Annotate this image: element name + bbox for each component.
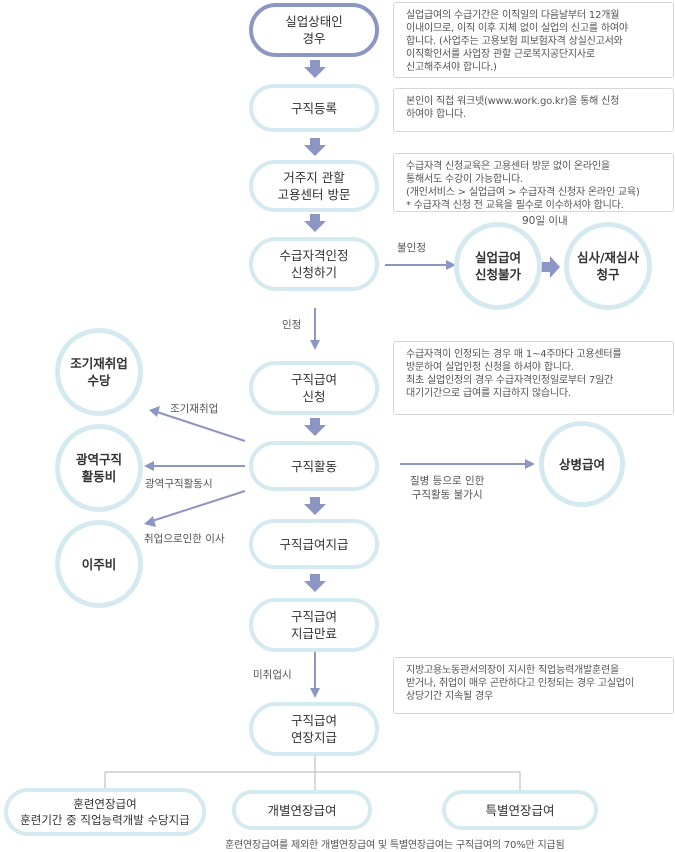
arrowhead-sick-benefit — [525, 459, 535, 469]
arrowhead-rejected — [446, 260, 456, 270]
node-review-request: 심사/재심사 청구 — [564, 222, 652, 310]
arrowhead-wide-area — [144, 461, 154, 471]
arrow-down-3 — [304, 214, 326, 232]
node-ineligible: 실업급여 신청불가 — [454, 222, 542, 310]
arrow-line-early-reemployment — [156, 411, 246, 442]
node-wide-area-job-search: 광역구직 활동비 — [55, 424, 143, 512]
node-job-search: 구직활동 — [249, 441, 379, 491]
arrowhead-approved — [310, 340, 320, 350]
note-payment-end: 지방고용노동관서의장이 지시한 직업능력개발훈련을 받거나, 취업이 매우 곤란… — [393, 657, 674, 714]
node-early-reemployment: 조기재취업 수당 — [55, 328, 143, 416]
node-sick-benefit: 상병급여 — [539, 421, 625, 507]
node-training-extension: 훈련연장급여 훈련기간 중 직업능력개발 수당지급 — [4, 788, 206, 836]
arrow-down-5 — [304, 497, 326, 515]
arrow-down-2 — [304, 138, 326, 156]
node-visit-center: 거주지 관할 고용센터 방문 — [249, 160, 379, 212]
label-wide-area: 광역구직활동시 — [145, 478, 213, 490]
label-not-employed: 미취업시 — [253, 669, 292, 681]
node-apply-benefit: 구직급여 신청 — [249, 361, 379, 415]
node-payment-end: 구직급여 지급만료 — [249, 598, 379, 652]
label-rejected: 불인정 — [397, 242, 426, 254]
arrow-down-1 — [304, 60, 326, 78]
label-within-90-days: 90일 이내 — [522, 215, 568, 227]
arrow-line-relocation — [151, 490, 246, 522]
node-relocation: 이주비 — [55, 520, 143, 608]
arrowhead-relocation — [144, 516, 156, 527]
label-illness: 질병 등으로 인한 구직활동 불가시 — [410, 475, 485, 501]
node-benefit-payment: 구직급여지급 — [249, 519, 379, 569]
node-extended-payment: 구직급여 연장지급 — [249, 702, 379, 756]
note-apply-benefit: 수급자격이 인정되는 경우 매 1~4주마다 고용센터를 방문하여 실업인정 신… — [393, 341, 674, 415]
node-special-extension: 특별연장급여 — [442, 790, 598, 830]
label-approved: 인정 — [282, 319, 302, 331]
node-unemployed: 실업상태인 경우 — [249, 3, 379, 57]
node-apply-eligibility: 수급자격인정 신청하기 — [249, 237, 379, 291]
footer-note: 훈련연장급여를 제외한 개별연장급여 및 특별연장급여는 구직급여의 70%만 … — [225, 840, 565, 851]
arrowhead-not-employed — [310, 688, 320, 698]
note-visit-center: 수급자격 신청교육은 고용센터 방문 없이 온라인을 통해서도 수강이 가능합니… — [393, 153, 674, 212]
node-job-registration: 구직등록 — [249, 84, 379, 132]
arrow-right-ineligible — [540, 256, 560, 278]
node-individual-extension: 개별연장급여 — [232, 790, 372, 830]
note-unemployed: 실업급여의 수급기간은 이직일의 다음날부터 12개월 이내이므로, 이직 이후… — [393, 2, 674, 78]
arrow-down-6 — [304, 574, 326, 592]
arrowhead-early-reemployment — [149, 406, 160, 417]
note-job-registration: 본인이 직접 워크넷(www.work.go.kr)을 통해 신청 하여야 합니… — [393, 88, 674, 132]
label-early-reemployment: 조기재취업 — [170, 403, 219, 415]
label-relocation: 취업으로인한 이사 — [144, 533, 225, 545]
arrow-down-4 — [304, 418, 326, 436]
